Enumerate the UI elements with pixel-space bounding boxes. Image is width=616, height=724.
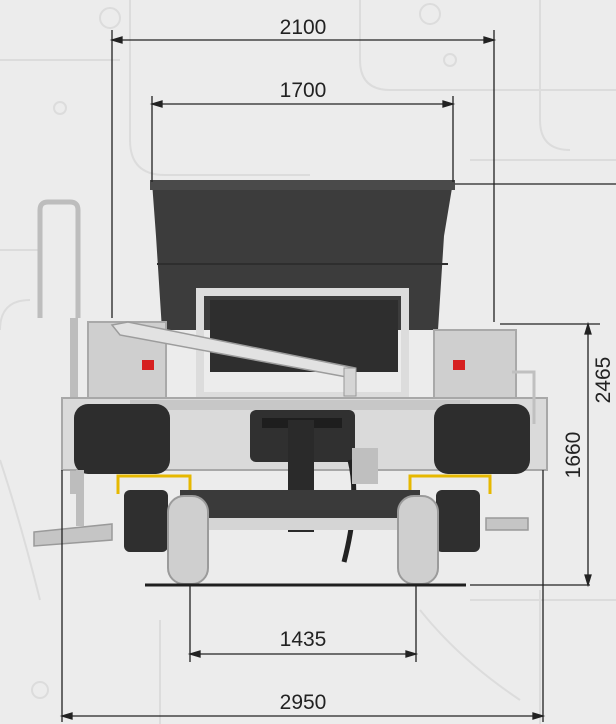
axle: [190, 518, 416, 530]
dim-top-width: 2100: [280, 16, 327, 39]
left-yellow-handrail: [116, 474, 192, 494]
dimension-lines: [59, 30, 616, 722]
right-yellow-handrail: [408, 474, 492, 494]
right-step: [485, 517, 529, 531]
right-buffer: [434, 404, 530, 474]
right-wheel: [397, 495, 439, 585]
dim-overall-height: 2465: [592, 357, 615, 404]
left-buffer: [74, 404, 170, 474]
right-spring: [436, 490, 480, 552]
left-wheel: [167, 495, 209, 585]
left-spring: [124, 490, 168, 552]
right-red-lamp: [453, 360, 465, 370]
right-corner-post: [433, 329, 517, 403]
dim-hopper-width: 1700: [280, 79, 327, 102]
left-red-lamp: [142, 360, 154, 370]
dim-overall-width: 2950: [280, 691, 327, 714]
hopper-top-rim: [150, 180, 455, 190]
dim-track-gauge: 1435: [280, 628, 327, 651]
dim-buffer-height: 1660: [562, 432, 585, 479]
grab-handle: [37, 199, 81, 318]
left-step: [33, 523, 113, 547]
